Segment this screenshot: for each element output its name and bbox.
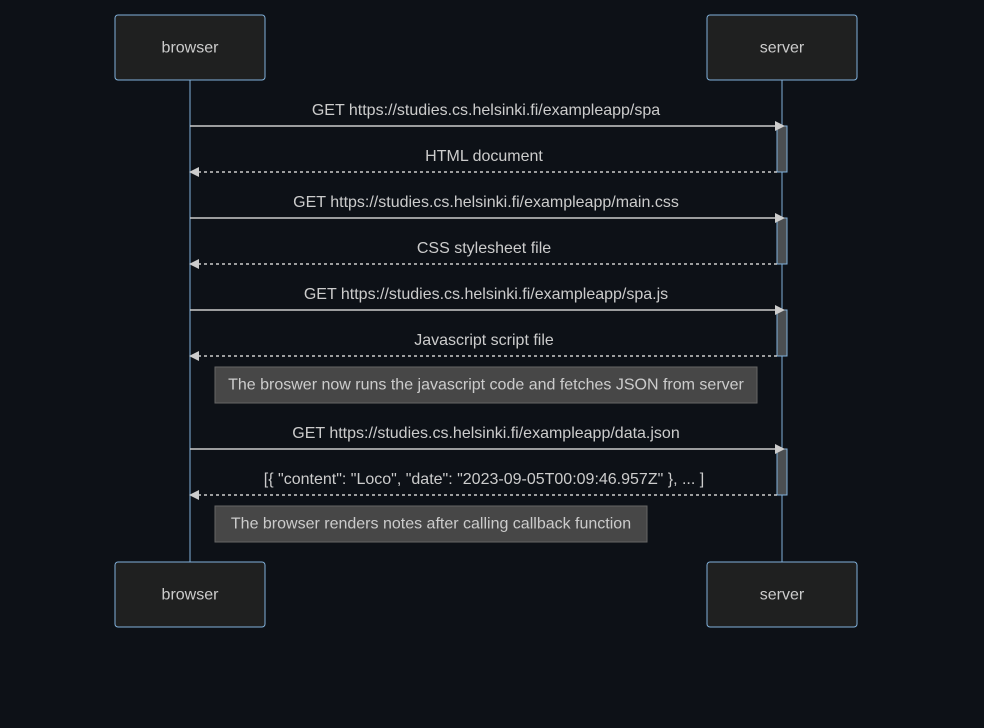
message-response: Javascript script file — [189, 332, 777, 361]
arrowhead-right-icon — [775, 121, 785, 131]
message-request: GET https://studies.cs.helsinki.fi/examp… — [190, 102, 785, 131]
actor-server-bottom: server — [706, 561, 858, 628]
note-text: The browser renders notes after calling … — [231, 516, 631, 533]
arrowhead-left-icon — [189, 351, 199, 361]
actor-browser-bottom: browser — [114, 561, 266, 628]
note: The broswer now runs the javascript code… — [214, 366, 758, 404]
arrowhead-left-icon — [189, 490, 199, 500]
message-response: CSS stylesheet file — [189, 240, 777, 269]
arrowhead-right-icon — [775, 213, 785, 223]
message-request: GET https://studies.cs.helsinki.fi/examp… — [190, 425, 785, 454]
message-response: HTML document — [189, 148, 777, 177]
message-label: CSS stylesheet file — [417, 240, 551, 257]
message-request: GET https://studies.cs.helsinki.fi/examp… — [190, 286, 785, 315]
message-request: GET https://studies.cs.helsinki.fi/examp… — [190, 194, 785, 223]
actor-label: browser — [162, 587, 220, 604]
arrowhead-left-icon — [189, 259, 199, 269]
activation-bar — [776, 217, 788, 265]
arrowhead-right-icon — [775, 305, 785, 315]
message-label: GET https://studies.cs.helsinki.fi/examp… — [293, 194, 679, 211]
arrowhead-right-icon — [775, 444, 785, 454]
actor-label: server — [760, 40, 805, 57]
actor-label: browser — [162, 40, 220, 57]
message-label: HTML document — [425, 148, 543, 165]
message-response: [{ "content": "Loco", "date": "2023-09-0… — [189, 471, 777, 500]
actor-label: server — [760, 587, 805, 604]
message-label: [{ "content": "Loco", "date": "2023-09-0… — [264, 471, 704, 488]
arrowhead-left-icon — [189, 167, 199, 177]
activation-bar — [776, 309, 788, 357]
message-label: Javascript script file — [414, 332, 554, 349]
actor-server-top: server — [706, 14, 858, 81]
note: The browser renders notes after calling … — [214, 505, 648, 543]
message-label: GET https://studies.cs.helsinki.fi/examp… — [292, 425, 679, 442]
actor-browser-top: browser — [114, 14, 266, 81]
activation-bar — [776, 125, 788, 173]
activation-bar — [776, 448, 788, 496]
message-label: GET https://studies.cs.helsinki.fi/examp… — [312, 102, 660, 119]
note-text: The broswer now runs the javascript code… — [228, 377, 744, 394]
message-label: GET https://studies.cs.helsinki.fi/examp… — [304, 286, 668, 303]
